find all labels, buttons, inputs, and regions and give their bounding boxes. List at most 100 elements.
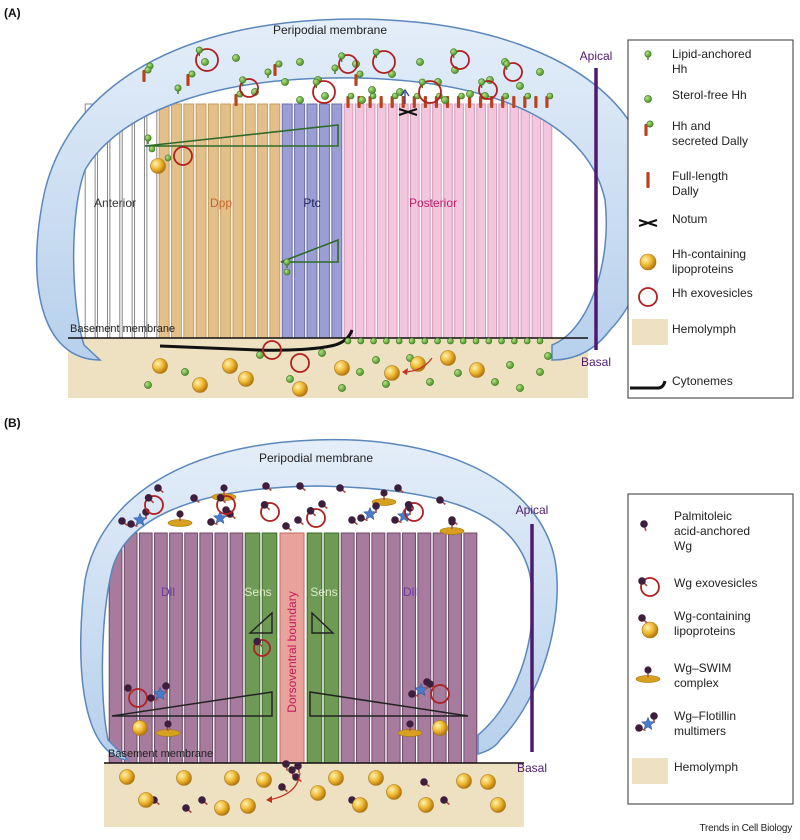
palmitoleic-wg bbox=[406, 720, 414, 728]
lipoprotein bbox=[418, 797, 434, 813]
posterior-cell bbox=[520, 103, 531, 339]
sterol-free-hh-dot bbox=[369, 92, 377, 100]
peripodial-membrane-label: Peripodial membrane bbox=[259, 451, 373, 465]
legend-b-item-wg-flot: Wg–Flotillin multimers bbox=[635, 709, 736, 738]
dally-bar bbox=[401, 96, 405, 108]
posterior-cell bbox=[365, 103, 376, 339]
axis-apical-label: Apical bbox=[580, 49, 613, 63]
dll-cell bbox=[199, 532, 214, 764]
peripodial-membrane bbox=[35, 18, 653, 361]
palmitoleic-wg bbox=[164, 720, 172, 728]
dll-cell bbox=[184, 532, 198, 764]
posterior-cell bbox=[354, 103, 365, 339]
palmitoleic-wg bbox=[640, 520, 648, 528]
sterol-free-hh-dot bbox=[321, 92, 329, 100]
legend-b-text: Wg bbox=[674, 539, 692, 553]
exovesicle bbox=[338, 54, 358, 74]
palmitoleic-wg bbox=[420, 778, 428, 786]
hh-gradient-wedge bbox=[280, 238, 339, 263]
sterol-free-hh-dot bbox=[318, 349, 326, 357]
region-dpp: Dpp bbox=[210, 196, 232, 210]
palmitoleic-wg bbox=[436, 496, 444, 504]
region-dv-boundary: Dorsoventral boundary bbox=[285, 591, 299, 712]
peripodial-membrane bbox=[79, 438, 558, 761]
wg-gradient-wedge bbox=[111, 691, 273, 717]
dpp-cell bbox=[269, 103, 281, 339]
lipoprotein bbox=[386, 784, 402, 800]
exovesicle bbox=[195, 48, 219, 72]
palmitoleic-wg bbox=[644, 666, 652, 674]
legend-b-text: Wg-containing bbox=[674, 609, 751, 623]
sterol-free-hh-dot bbox=[148, 145, 156, 153]
posterior-cell bbox=[387, 103, 398, 339]
sterol-free-hh-dot bbox=[382, 380, 390, 388]
sterol-free-hh-dot bbox=[368, 86, 376, 94]
exovesicle bbox=[418, 80, 442, 104]
region-dll-left: Dll bbox=[161, 585, 175, 599]
palmitoleic-wg bbox=[391, 516, 399, 524]
dally-bar bbox=[379, 96, 383, 108]
dally-bar bbox=[368, 96, 372, 108]
exovesicle bbox=[290, 353, 310, 373]
dally-bar bbox=[545, 96, 549, 108]
sterol-free-hh-dot bbox=[383, 337, 390, 345]
dll-cell bbox=[448, 532, 462, 764]
sterol-free-hh-dot bbox=[485, 337, 493, 345]
sterol-free-hh-dot bbox=[516, 82, 524, 90]
sterol-free-hh-dot bbox=[188, 70, 196, 78]
palmitoleic-wg bbox=[118, 517, 126, 525]
dll-cell bbox=[386, 532, 401, 764]
lipoprotein bbox=[334, 360, 350, 376]
basement-membrane-label: Basement membrane bbox=[70, 323, 175, 335]
peripodial-membrane-label: Peripodial membrane bbox=[273, 23, 387, 37]
lipoprotein bbox=[328, 770, 344, 786]
sterol-free-hh-dot bbox=[491, 378, 499, 386]
lipoprotein bbox=[176, 770, 192, 786]
posterior-cell bbox=[465, 103, 475, 339]
journal-credit: Trends in Cell Biology bbox=[699, 823, 793, 834]
legend-a-text: lipoproteins bbox=[672, 262, 733, 276]
dally-bar bbox=[273, 64, 277, 76]
legend-a-text: Hh bbox=[672, 62, 687, 76]
notum-symbol bbox=[638, 219, 658, 227]
dally-bar bbox=[467, 96, 472, 108]
sterol-free-hh-dot bbox=[356, 368, 364, 376]
sterol-free-hh-dot bbox=[459, 337, 467, 345]
exovesicle bbox=[503, 62, 523, 82]
legend-b-text: lipoproteins bbox=[674, 624, 735, 638]
sterol-free-hh-dot bbox=[524, 92, 532, 100]
lipoprotein bbox=[432, 720, 448, 736]
palmitoleic-wg bbox=[220, 484, 228, 492]
exovesicle bbox=[262, 340, 282, 360]
sterol-free-hh-dot bbox=[511, 337, 518, 345]
sterol-free-hh-dot bbox=[395, 337, 403, 345]
dpp-cell bbox=[244, 103, 256, 339]
sterol-free-hh-dot bbox=[408, 337, 416, 345]
palmitoleic-wg bbox=[294, 516, 302, 524]
sterol-free-hh-dot bbox=[536, 337, 544, 345]
sterol-free-hh-dot bbox=[536, 68, 544, 76]
panel-b-label: (B) bbox=[4, 416, 21, 430]
legend-b-text: acid-anchored bbox=[674, 524, 750, 538]
exovesicle bbox=[253, 639, 271, 657]
dpp-cell bbox=[232, 103, 244, 339]
dll-cell bbox=[340, 532, 355, 764]
palmitoleic-wg bbox=[262, 482, 270, 490]
legend-b-text: Palmitoleic bbox=[674, 509, 732, 523]
exovesicle bbox=[144, 495, 164, 515]
legend-a-text: Cytonemes bbox=[672, 374, 733, 388]
flotillin-star bbox=[213, 510, 227, 524]
palmitoleic-wg bbox=[288, 766, 296, 774]
legend-a-item-notum: Notum bbox=[638, 212, 707, 227]
sterol-free-hh-dot bbox=[506, 361, 514, 369]
dpp-cell bbox=[183, 103, 195, 339]
dpp-cell bbox=[220, 103, 232, 339]
lipid-anchored-hh bbox=[644, 50, 652, 58]
posterior-cell bbox=[531, 103, 542, 339]
lipoprotein bbox=[238, 371, 254, 387]
palmitoleic-wg bbox=[127, 520, 135, 528]
lipoprotein bbox=[641, 621, 659, 639]
region-posterior: Posterior bbox=[409, 196, 457, 210]
